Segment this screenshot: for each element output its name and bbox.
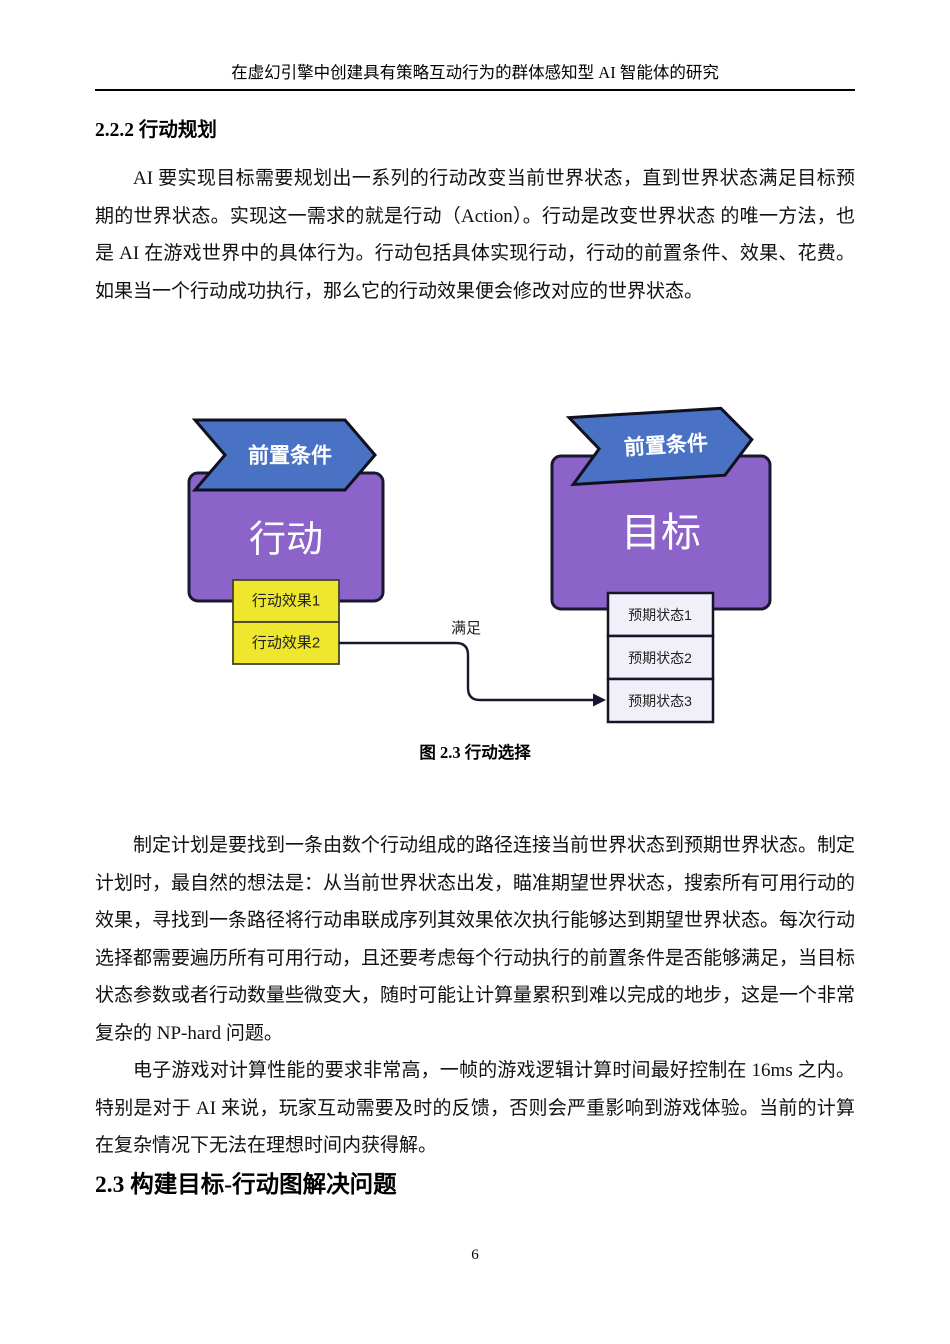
precondition-banner-right-shape [565, 406, 754, 487]
subsection-heading-2-2-2: 2.2.2 行动规划 [95, 120, 217, 141]
expected-state-3-label: 预期状态3 [628, 693, 692, 709]
page-number: 6 [471, 1247, 479, 1263]
expected-state-2-label: 预期状态2 [628, 650, 692, 666]
diagram-canvas: 前置条件 行动 行动效果1 行动效果2 满足 [187, 406, 772, 724]
precondition-banner-right: 前置条件 [565, 406, 754, 487]
figure-caption: 图 2.3 行动选择 [419, 743, 531, 762]
paragraph-planning-path: 制定计划是要找到一条由数个行动组成的路径连接当前世界状态到预期世界状态。制定计划… [95, 835, 856, 1044]
expected-state-3-shape [606, 677, 715, 724]
precondition-banner-right-label: 前置条件 [623, 431, 708, 460]
precondition-banner-left-label: 前置条件 [248, 444, 332, 468]
action-effect-1-label: 行动效果1 [252, 593, 320, 610]
running-header-title: 在虚幻引擎中创建具有策略互动行为的群体感知型 AI 智能体的研究 [231, 63, 719, 82]
goal-box-label: 目标 [621, 511, 701, 555]
arrowhead-icon [593, 693, 606, 707]
action-effect-2-label: 行动效果2 [252, 635, 320, 652]
action-selection-diagram: 前置条件 行动 行动效果1 行动效果2 满足 [95, 401, 855, 731]
precondition-banner-left-shape [191, 418, 377, 492]
paragraph-performance: 电子游戏对计算性能的要求非常高，一帧的游戏逻辑计算时间最好控制在 16ms 之内… [95, 1060, 855, 1156]
expected-state-1-label: 预期状态1 [628, 607, 692, 623]
satisfy-connector-line [339, 641, 594, 702]
section-heading-2-3: 2.3 构建目标-行动图解决问题 [95, 1171, 397, 1198]
satisfy-connector-label: 满足 [451, 620, 481, 637]
action-box-label: 行动 [249, 519, 323, 560]
figure-2-3: 前置条件 行动 行动效果1 行动效果2 满足 [95, 401, 855, 765]
running-header: 在虚幻引擎中创建具有策略互动行为的群体感知型 AI 智能体的研究 [95, 0, 855, 84]
paragraph-action-planning: AI 要实现目标需要规划出一系列的行动改变当前世界状态，直到世界状态满足目标预期… [95, 168, 855, 302]
header-rule [95, 89, 855, 91]
expected-state-2-shape [606, 634, 715, 681]
